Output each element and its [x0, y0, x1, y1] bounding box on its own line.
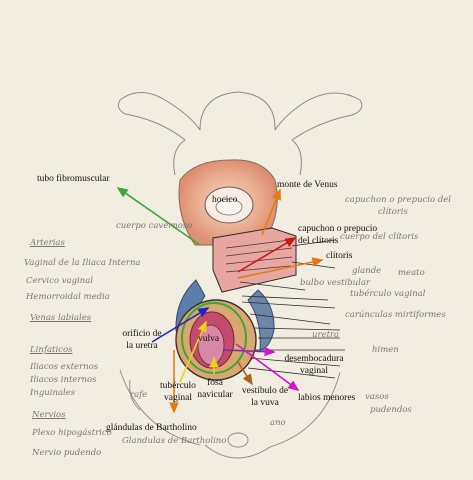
- note-himen: himen: [372, 345, 399, 355]
- clitoris-hatch: [225, 239, 293, 273]
- note-ano: ano: [270, 418, 286, 428]
- note-iliacos-int: Iliacos internos: [30, 375, 97, 385]
- label-glandulas-bartholino: glándulas de Bartholino: [106, 423, 197, 433]
- uterus-outline: [117, 91, 363, 176]
- note-pudendos: pudendos: [370, 405, 412, 415]
- arrow-clitoris: [237, 257, 324, 279]
- label-desemb-2: vaginal: [300, 366, 328, 376]
- label-desemb-1: desembocadura: [284, 354, 344, 364]
- label-labios-menores: labios menores: [298, 393, 356, 403]
- label-vestibulo-2: la vuva: [251, 398, 279, 408]
- label-orificio-1: orificio de: [122, 329, 162, 339]
- note-cuerpo-cavernoso: cuerpo cavernoso: [116, 221, 193, 231]
- arrow-monte: [261, 188, 281, 236]
- note-tuberculo: tubérculo vaginal: [350, 289, 426, 299]
- label-capuchon-2: del clítoris: [298, 236, 339, 246]
- note-uretra: uretra: [312, 330, 340, 340]
- clitoris-body: [212, 227, 297, 293]
- label-clitoris: clítoris: [326, 251, 353, 261]
- note-iliacos-ext: Iliacos externos: [30, 362, 99, 372]
- note-glandulas-bart: Glandulas de Bartholino: [122, 436, 227, 446]
- note-bulbo: bulbo vestibular: [300, 278, 370, 288]
- label-fosa-2: navicular: [197, 390, 233, 400]
- label-tuberculo-2: vaginal: [164, 393, 192, 403]
- arrow-tuberculo: [179, 320, 207, 383]
- note-arterias: Arterias: [30, 238, 65, 248]
- note-capuchon: capuchon o prepucio del: [345, 195, 452, 205]
- note-hemorroidal: Hemorroidal media: [26, 292, 110, 302]
- label-vulva: vulva: [198, 334, 220, 344]
- arrow-orificio: [151, 307, 210, 343]
- note-cuerpo-clitoris: cuerpo del clítoris: [340, 232, 419, 242]
- arrows: [116, 187, 324, 414]
- label-hocico: hocico: [212, 195, 238, 205]
- label-vestibulo-1: vestíbulo de: [241, 386, 289, 396]
- note-pudendo: Nervio pudendo: [32, 448, 102, 458]
- lower-sketch: [119, 369, 341, 459]
- note-meato: meato: [398, 268, 425, 278]
- arrow-labios: [235, 343, 300, 391]
- note-glande: glande: [352, 266, 382, 276]
- note-linfaticos: Linfaticos: [30, 345, 73, 355]
- note-plexo: Plexo hipogástrico: [32, 428, 112, 438]
- arrow-desemb: [223, 346, 276, 357]
- note-inguinales: Inguinales: [30, 388, 76, 398]
- note-vasos: vasos: [365, 392, 389, 402]
- label-capuchon-1: capuchon o prepucio: [298, 224, 378, 234]
- labia-majora-right: [247, 289, 275, 351]
- note-rafe: rafe: [130, 390, 148, 400]
- label-fosa-1: fosa: [207, 378, 223, 388]
- note-clitoris: clítoris: [378, 207, 408, 217]
- note-vaginal: Vaginal de la Iliaca Interna: [24, 258, 141, 268]
- note-carunculas: carúnculas mirtiformes: [345, 310, 446, 320]
- arrow-vestibulo: [237, 361, 253, 386]
- label-tubo-fibromuscular: tubo fibromuscular: [37, 174, 110, 184]
- label-tuberculo-1: tubérculo: [160, 381, 196, 391]
- arrow-tubo: [116, 187, 201, 246]
- cervix-os: [215, 198, 243, 216]
- note-cervico: Cervico vaginal: [26, 276, 93, 286]
- label-monte-de-venus: monte de Venus: [277, 180, 338, 190]
- arrow-capuchon: [237, 237, 297, 273]
- note-venas: Venas labiales: [30, 313, 92, 323]
- note-nervios: Nervios: [32, 410, 66, 420]
- label-orificio-2: la uretra: [126, 341, 158, 351]
